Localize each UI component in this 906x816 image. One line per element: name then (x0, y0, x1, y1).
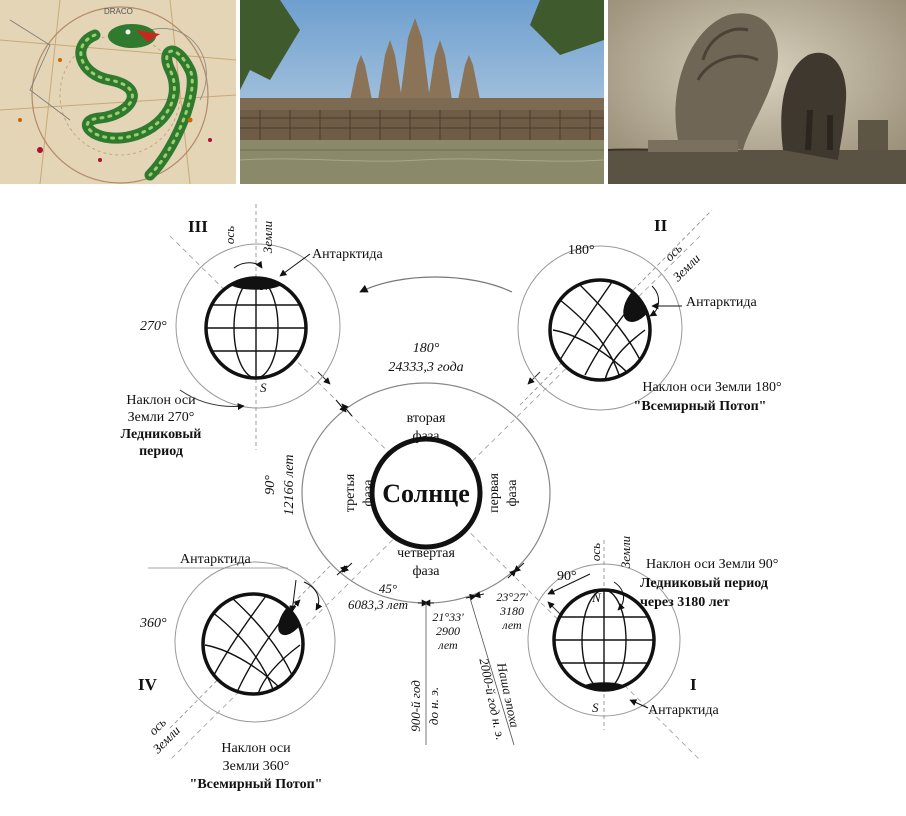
globe-I-group: ось Земли 90° N S Наклон оси Земли 90° Л… (527, 535, 778, 730)
epoch-900bc-b: до н. э. (426, 687, 441, 725)
globe-III-event-1: Ледниковый (121, 427, 202, 442)
temple-photo (240, 0, 604, 184)
sun (369, 436, 483, 550)
globe-I-caption: Наклон оси Земли 90° (646, 557, 778, 572)
globe-III-caption-2: Земли 270° (128, 410, 195, 425)
orbit-top-years: 24333,3 года (388, 360, 463, 375)
globe-IV-caption-2: Земли 360° (223, 759, 290, 774)
draco-star-map-photo: DRACO (0, 0, 236, 184)
globe-III-S: S (260, 380, 267, 395)
globe-I-event-2: через 3180 лет (640, 595, 730, 610)
orbit-right-years-b: лет (501, 618, 522, 632)
globe-II-numeral: II (654, 216, 668, 235)
globe-IV-numeral: IV (138, 675, 158, 694)
globe-IV-antarctica: Антарктида (180, 552, 251, 567)
globe-IV-event: "Всемирный Потоп" (190, 777, 323, 792)
phase-third-2: фаза (361, 479, 376, 507)
phase-fourth-2: фаза (412, 564, 440, 579)
phase-fourth-1: четвертая (397, 546, 455, 561)
globe-II-antarctica: Антарктида (686, 295, 757, 310)
globe-IV-angle: 360° (139, 616, 167, 631)
epoch-line-2000ad (469, 597, 515, 746)
orbit-right-years-a: 3180 (499, 604, 524, 618)
globe-III-antarctica: Антарктида (312, 247, 383, 262)
orbit-right-angle: 23°27' (496, 590, 528, 604)
orbit-left-years: 12166 лет (282, 454, 297, 515)
globe-III-event-2: период (139, 444, 183, 459)
globe-I-numeral: I (690, 675, 697, 694)
orbit-bottom-angle: 45° (379, 581, 397, 596)
orbit-mid-years-a: 2900 (436, 624, 460, 638)
globe-III-axis-a: ось (222, 226, 237, 244)
globe-I-N: N (591, 590, 602, 605)
globe-II-group: 180° II ось Земли Антарктида Наклон оси … (517, 209, 782, 414)
globe-IV-group: Антарктида 360° IV ось Земли Наклон оси … (138, 552, 336, 792)
sun-label: Солнце (382, 479, 470, 508)
globe-II-event: "Всемирный Потоп" (634, 399, 767, 414)
phase-second-2: фаза (412, 429, 440, 444)
globe-I-axis-a: ось (588, 543, 603, 561)
draco-label: DRACO (104, 7, 133, 16)
globe-IV-caption-1: Наклон оси (221, 741, 291, 756)
precession-diagram: Солнце вторая фаза четвертая фаза третья… (121, 204, 782, 792)
phase-third-1: третья (343, 473, 358, 512)
globe-III-group: ось Земли III Антарктида N S 270° Наклон… (121, 204, 383, 459)
phase-first-1: первая (487, 473, 502, 513)
globe-III-N: N (259, 278, 270, 293)
globe-I-axis-b: Земли (618, 535, 633, 568)
epoch-900bc-a: 900-й год (408, 680, 423, 732)
globe-III-numeral: III (188, 217, 208, 236)
naga-statue-photo (608, 0, 906, 184)
globe-IV (201, 592, 305, 696)
globe-II-caption: Наклон оси Земли 180° (642, 380, 781, 395)
globe-I-S: S (592, 700, 599, 715)
globe-I-antarctica: Антарктида (648, 703, 719, 718)
globe-I-angle: 90° (557, 569, 577, 584)
orbit-mid-years-b: лет (437, 638, 458, 652)
globe-III-caption-1: Наклон оси (126, 393, 196, 408)
movement-arrow (359, 276, 513, 293)
globe-III-angle: 270° (140, 319, 167, 334)
orbit-top-angle: 180° (413, 341, 440, 356)
globe-I-event-1: Ледниковый период (640, 576, 768, 591)
phase-second-1: вторая (407, 411, 446, 426)
phase-first-2: фаза (505, 479, 520, 507)
orbit-bottom-years: 6083,3 лет (348, 597, 408, 612)
orbit-left-angle: 90° (263, 475, 278, 495)
globe-III-axis-b: Земли (260, 220, 275, 253)
orbit-mid-angle: 21°33' (432, 610, 464, 624)
globe-II-angle: 180° (568, 243, 595, 258)
